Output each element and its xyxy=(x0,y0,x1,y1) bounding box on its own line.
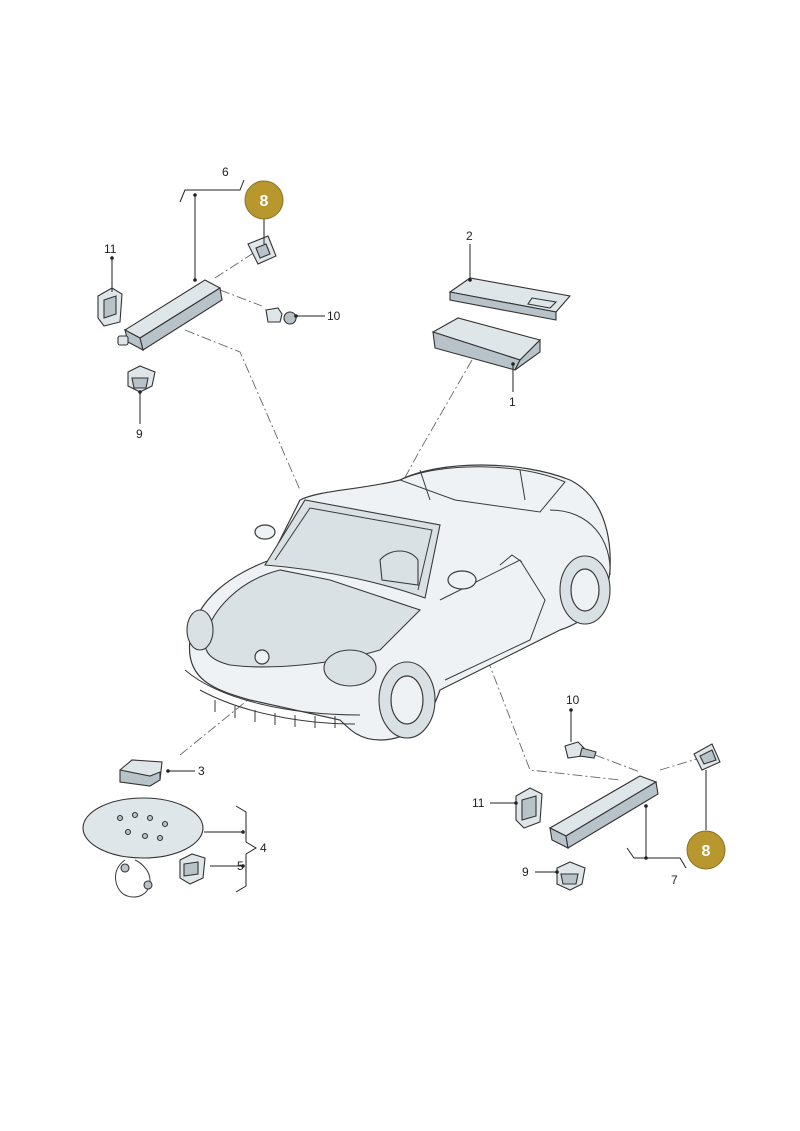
part-7-antenna-right xyxy=(548,775,659,849)
label-6: 6 xyxy=(222,165,229,179)
part-10-screw-right xyxy=(564,741,597,759)
badge-8-bottom-text: 8 xyxy=(702,843,711,860)
leader-lines xyxy=(110,179,707,893)
part-2-cover xyxy=(448,277,572,321)
part-11-clip-left xyxy=(97,287,123,327)
part-9-bracket-right xyxy=(556,861,586,891)
badge-8-top-text: 8 xyxy=(260,193,269,210)
label-9-right: 9 xyxy=(522,865,529,879)
label-5: 5 xyxy=(237,859,244,873)
part-10-screw-top xyxy=(265,307,297,325)
label-10-right: 10 xyxy=(566,693,580,707)
part-1-control-unit xyxy=(431,317,542,371)
part-9-bracket-left xyxy=(127,365,156,393)
car-illustration xyxy=(184,464,611,741)
badge-8-top: 8 xyxy=(244,180,284,220)
callout-labels: 6 11 9 10 2 1 3 4 5 10 11 9 7 xyxy=(104,165,678,887)
part-11-clip-right xyxy=(515,787,543,829)
label-11-right: 11 xyxy=(472,796,485,810)
label-7: 7 xyxy=(671,873,678,887)
part-6-antenna-left xyxy=(117,279,223,352)
part-5-connector xyxy=(179,853,206,885)
label-10-top: 10 xyxy=(327,309,341,323)
part-8-cover-right xyxy=(693,743,721,771)
part-8-cover-top xyxy=(247,235,277,265)
label-4: 4 xyxy=(260,841,267,855)
label-2: 2 xyxy=(466,229,473,243)
label-1: 1 xyxy=(509,395,516,409)
part-3-module xyxy=(119,759,163,787)
label-11-left: 11 xyxy=(104,242,117,256)
part-4-speaker-plate xyxy=(82,797,204,898)
label-3: 3 xyxy=(198,764,205,778)
label-9-left: 9 xyxy=(136,427,143,441)
badge-8-bottom: 8 xyxy=(686,830,726,870)
